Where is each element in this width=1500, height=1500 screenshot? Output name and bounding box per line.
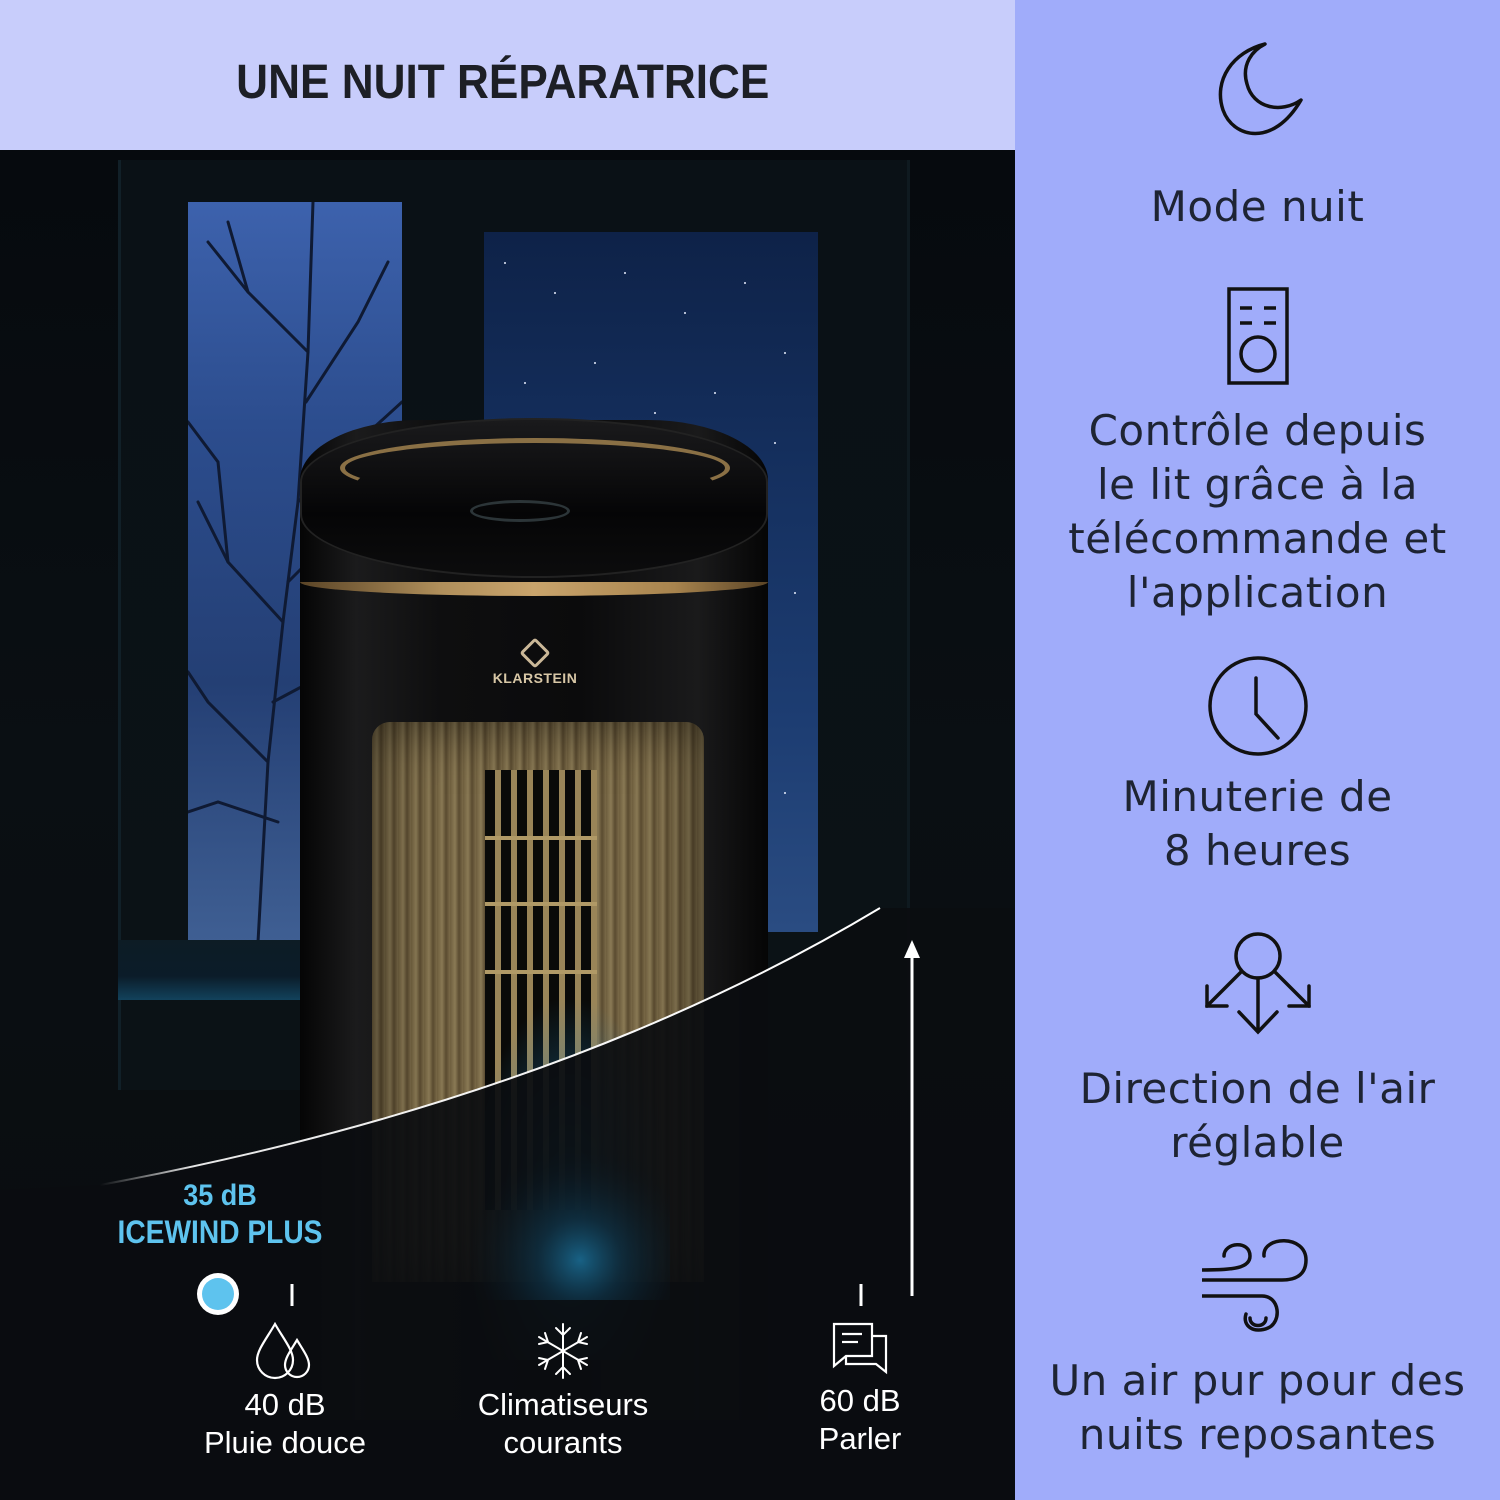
scale-marker-ac: Climatiseurs courants [448, 1322, 678, 1462]
feature-text: Mode nuit [1150, 182, 1365, 231]
grille-crossbar [485, 902, 597, 906]
feature-text: télécommande et [1068, 514, 1447, 563]
moon-icon [1218, 42, 1303, 136]
marker-db: 40 dB [244, 1387, 326, 1422]
feature-sidebar: Mode nuit Contrôle depuis le lit grâce à… [1015, 0, 1500, 1500]
noise-value: 35 dB [183, 1179, 257, 1212]
feature-remote-control: Contrôle depuis le lit grâce à la téléco… [1015, 286, 1500, 620]
marker-label: Climatiseurs [477, 1387, 649, 1422]
feature-text: le lit grâce à la [1097, 460, 1418, 509]
water-drops-icon [255, 1322, 311, 1380]
feature-text: Direction de l'air [1079, 1064, 1436, 1113]
snowflake-icon [538, 1323, 588, 1379]
feature-text: 8 heures [1163, 826, 1352, 875]
marker-label-2: courants [503, 1425, 623, 1460]
brand-badge: KLARSTEIN [470, 637, 600, 686]
marker-db: 60 dB [819, 1383, 901, 1418]
feature-night-mode: Mode nuit [1015, 40, 1500, 234]
marker-label: Parler [818, 1421, 902, 1456]
feature-pure-air: Un air pur pour des nuits reposantes [1015, 1236, 1500, 1462]
control-panel-icon [470, 500, 570, 522]
page-title: UNE NUIT RÉPARATRICE [235, 55, 770, 109]
feature-text: réglable [1170, 1118, 1345, 1167]
speech-bubbles-icon [832, 1322, 888, 1375]
gold-trim [300, 582, 768, 596]
icewind-plus-label: 35 dB ICEWIND PLUS [100, 1178, 340, 1250]
feature-text: Contrôle depuis [1088, 406, 1427, 455]
noise-level-chart [0, 907, 1015, 1500]
feature-text: Un air pur pour des [1049, 1356, 1466, 1405]
air-cooler-handle-ring [340, 438, 730, 498]
product-name: ICEWIND PLUS [117, 1214, 323, 1250]
grille-crossbar [485, 836, 597, 840]
wind-icon [1201, 1239, 1308, 1332]
scale-marker-talk: 60 dB Parler [790, 1320, 930, 1458]
air-direction-icon [1204, 932, 1311, 1035]
feature-air-direction: Direction de l'air réglable [1015, 932, 1500, 1170]
header-banner: UNE NUIT RÉPARATRICE [0, 0, 1015, 150]
remote-control-icon [1226, 287, 1289, 385]
feature-text: Minuterie de [1122, 772, 1393, 821]
feature-text: nuits reposantes [1078, 1410, 1437, 1459]
feature-timer: Minuterie de 8 heures [1015, 654, 1500, 878]
grille-crossbar [485, 970, 597, 974]
marker-label: Pluie douce [203, 1425, 366, 1460]
clock-icon [1207, 656, 1308, 756]
window-sill [118, 940, 308, 1000]
brand-name: KLARSTEIN [492, 670, 578, 686]
scale-marker-rain: 40 dB Pluie douce [180, 1322, 390, 1462]
feature-text: l'application [1126, 568, 1389, 617]
